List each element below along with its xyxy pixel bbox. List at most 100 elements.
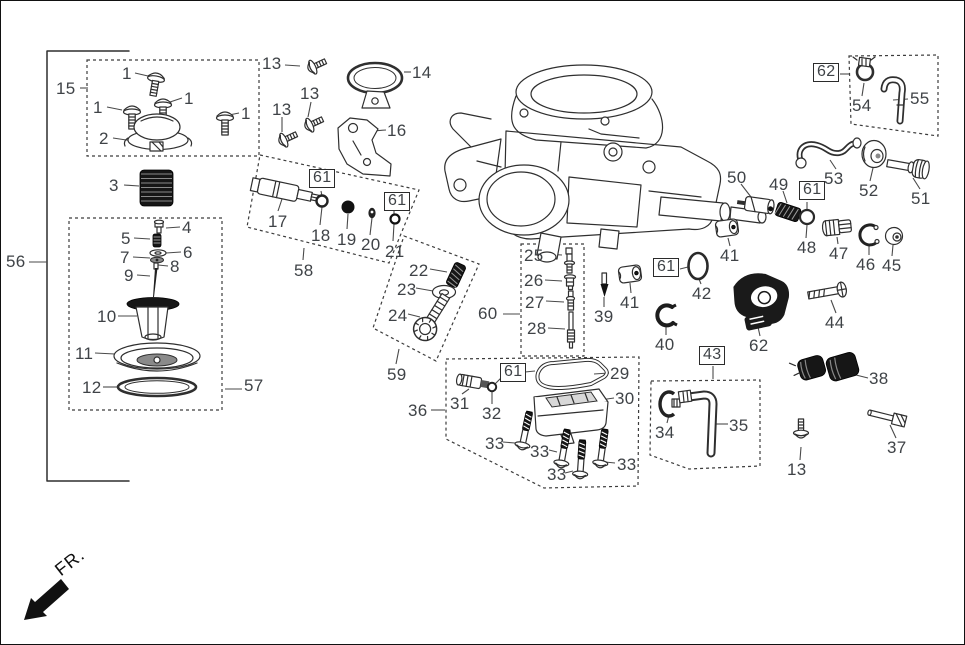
callout-52: 52 [859, 181, 879, 200]
callout-40: 40 [655, 335, 675, 354]
callout-25: 25 [524, 246, 544, 265]
callout-9: 9 [124, 266, 134, 285]
callout-31: 31 [450, 394, 470, 413]
callout-15: 15 [56, 79, 76, 98]
kit-callout-61-a: 61 [309, 169, 336, 188]
part-tube-55 [880, 76, 906, 125]
callout-58: 58 [294, 261, 314, 280]
box-15 [86, 59, 260, 157]
part-spring-5 [152, 233, 162, 248]
callout-41-right: 41 [720, 246, 740, 265]
part-clip-40 [655, 303, 678, 328]
callout-2: 2 [99, 129, 109, 148]
box-59 [372, 235, 480, 362]
callout-28: 28 [527, 319, 547, 338]
callout-41-left: 41 [620, 293, 640, 312]
callout-36: 36 [408, 401, 428, 420]
fr-arrow [24, 579, 69, 620]
callout-50: 50 [727, 168, 747, 187]
part-float-bowl-30 [533, 388, 609, 445]
callout-42: 42 [692, 284, 712, 303]
callout-34: 34 [655, 423, 675, 442]
part-top-cover-2 [123, 113, 193, 152]
part-ball-19 [341, 200, 355, 214]
callout-60: 60 [478, 304, 498, 323]
part-oring-18 [315, 194, 329, 208]
callout-1a: 1 [122, 64, 132, 83]
callout-24: 24 [388, 306, 408, 325]
part-clamp-34 [658, 390, 681, 418]
part-needle-jet-25 [563, 247, 576, 274]
part-diaphragm-11 [113, 342, 201, 372]
part-spring-22 [446, 262, 466, 288]
kit-callout-61-e: 61 [500, 363, 527, 382]
kit-callout-62: 62 [813, 63, 840, 82]
callout-1d: 1 [241, 104, 251, 123]
callout-1c: 1 [93, 98, 103, 117]
callout-45: 45 [882, 256, 902, 275]
part-float-valve-39 [600, 272, 609, 297]
callout-8: 8 [170, 257, 180, 276]
callout-48: 48 [797, 238, 817, 257]
callout-51: 51 [911, 189, 931, 208]
callout-30: 30 [615, 389, 635, 408]
part-solenoid-62 [733, 273, 790, 331]
kit-callout-61-b: 61 [384, 192, 411, 211]
callout-19: 19 [337, 230, 357, 249]
fr-direction-label: FR. [51, 544, 89, 580]
callout-33a: 33 [485, 434, 505, 453]
callout-1b: 1 [184, 89, 194, 108]
callout-27: 27 [525, 293, 545, 312]
box-43 [649, 379, 761, 470]
part-needle-seat-4 [153, 219, 165, 234]
callout-21: 21 [385, 242, 405, 261]
box-57 [68, 217, 223, 411]
callout-6: 6 [183, 243, 193, 262]
part-oring-12 [116, 376, 198, 398]
kit-callout-43: 43 [699, 346, 726, 365]
callout-5: 5 [121, 229, 131, 248]
callout-13c: 13 [272, 100, 292, 119]
callout-33d: 33 [617, 455, 637, 474]
part-screw-44 [807, 281, 848, 300]
kit-callout-61-d: 61 [799, 181, 826, 200]
callout-56: 56 [6, 252, 26, 271]
part-grommet-52 [861, 139, 887, 169]
part-cap-45 [884, 226, 904, 246]
part-bolt-51 [886, 159, 930, 180]
part-elbow-tube-35 [677, 389, 718, 458]
part-oring-21 [389, 213, 401, 225]
bracket-56 [46, 50, 130, 482]
callout-33c: 33 [547, 465, 567, 484]
callout-54: 54 [852, 96, 872, 115]
callout-22: 22 [409, 261, 429, 280]
callout-59: 59 [387, 365, 407, 384]
part-oring-32 [486, 381, 498, 393]
part-valve-50 [736, 196, 775, 215]
callout-29: 29 [610, 364, 630, 383]
box-62 [848, 54, 939, 137]
callout-20: 20 [361, 235, 381, 254]
kit-callout-61-c: 61 [653, 258, 680, 277]
callout-47: 47 [829, 244, 849, 263]
carburetor-body [444, 64, 767, 263]
callout-39: 39 [594, 307, 614, 326]
callout-10: 10 [97, 307, 117, 326]
callout-13d: 13 [787, 460, 807, 479]
callout-57: 57 [244, 376, 264, 395]
callout-23: 23 [397, 280, 417, 299]
part-slow-jet-28 [566, 311, 576, 349]
callout-55: 55 [910, 89, 930, 108]
part-jet-holder-27 [565, 290, 576, 311]
callout-18: 18 [311, 226, 331, 245]
callout-62-solenoid: 62 [749, 336, 769, 355]
callout-11: 11 [75, 344, 94, 363]
callout-49: 49 [769, 175, 789, 194]
part-main-jet-26 [563, 274, 577, 291]
callout-17: 17 [268, 212, 288, 231]
callout-12: 12 [82, 378, 102, 397]
callout-33b: 33 [530, 442, 550, 461]
callout-35: 35 [729, 416, 749, 435]
callout-37: 37 [887, 438, 907, 457]
